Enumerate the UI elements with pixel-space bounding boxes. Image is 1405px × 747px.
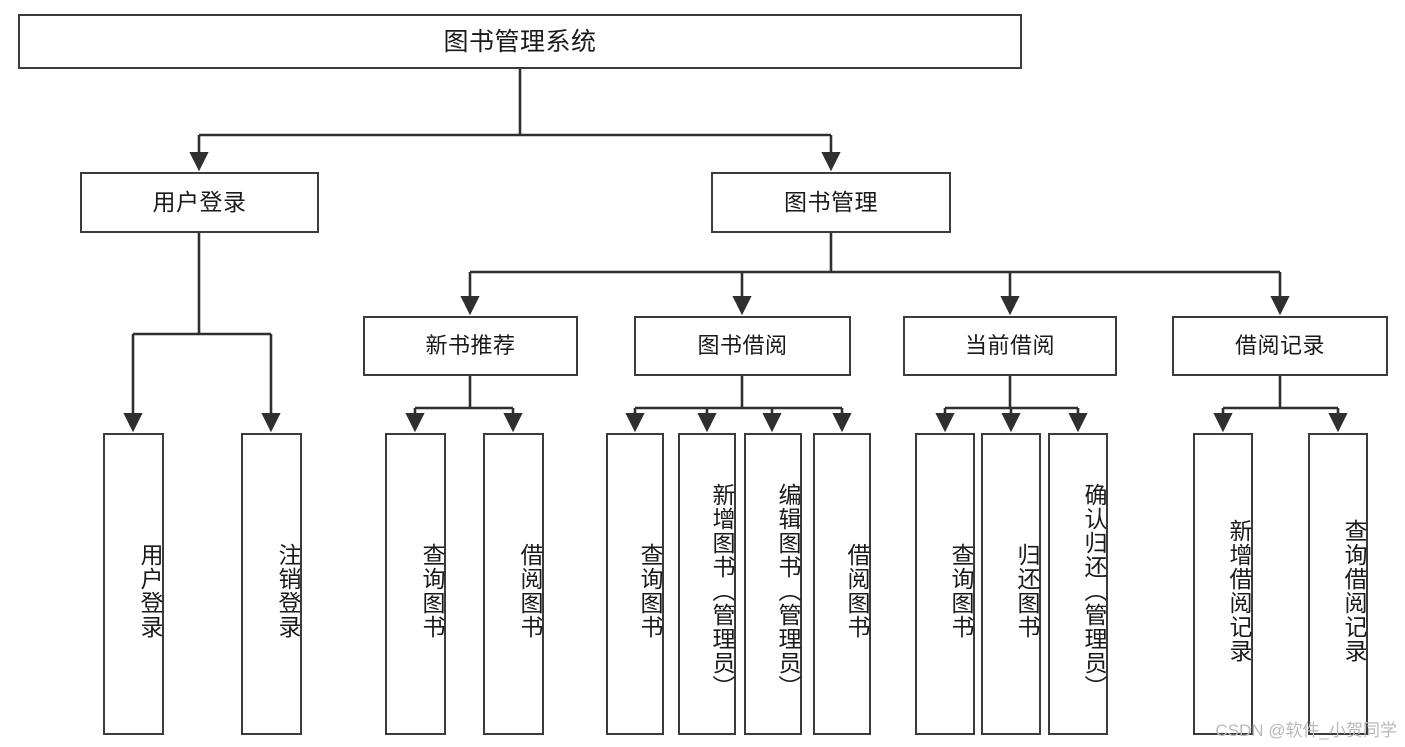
leaf-borrow-book-1-label: 借阅图书 [517, 543, 543, 639]
leaf-edit-book[interactable]: 编辑图书（管理员） [744, 433, 802, 735]
node-book-borrow-label: 图书借阅 [697, 332, 788, 358]
leaf-logout-label: 注销登录 [275, 543, 301, 639]
leaf-query-book-2[interactable]: 查询图书 [606, 433, 664, 735]
leaf-query-book-1[interactable]: 查询图书 [385, 433, 446, 735]
node-book-borrow[interactable]: 图书借阅 [634, 316, 851, 376]
leaf-user-login-label: 用户登录 [137, 543, 163, 639]
node-user-login[interactable]: 用户登录 [80, 172, 319, 233]
node-root-label: 图书管理系统 [443, 27, 597, 56]
watermark: CSDN @软件_小贺同学 [1215, 721, 1397, 740]
leaf-add-book[interactable]: 新增图书（管理员） [678, 433, 736, 735]
node-borrow-record[interactable]: 借阅记录 [1172, 316, 1388, 376]
leaf-borrow-book-2-label: 借阅图书 [844, 543, 870, 639]
node-new-book-rec-label: 新书推荐 [425, 332, 516, 358]
leaf-query-record-label: 查询借阅记录 [1341, 519, 1367, 663]
leaf-add-record-label: 新增借阅记录 [1226, 519, 1252, 663]
leaf-logout[interactable]: 注销登录 [241, 433, 302, 735]
node-book-manage[interactable]: 图书管理 [711, 172, 951, 233]
node-new-book-rec[interactable]: 新书推荐 [363, 316, 578, 376]
node-borrow-record-label: 借阅记录 [1234, 332, 1325, 358]
node-current-borrow[interactable]: 当前借阅 [903, 316, 1117, 376]
node-user-login-label: 用户登录 [152, 188, 247, 215]
leaf-confirm-return[interactable]: 确认归还（管理员） [1048, 433, 1108, 735]
node-book-manage-label: 图书管理 [784, 188, 878, 215]
leaf-confirm-return-label: 确认归还（管理员） [1081, 483, 1107, 699]
leaf-add-record[interactable]: 新增借阅记录 [1193, 433, 1253, 735]
leaf-borrow-book-2[interactable]: 借阅图书 [813, 433, 871, 735]
leaf-user-login[interactable]: 用户登录 [103, 433, 164, 735]
node-current-borrow-label: 当前借阅 [964, 332, 1055, 358]
leaf-borrow-book-1[interactable]: 借阅图书 [483, 433, 544, 735]
leaf-edit-book-label: 编辑图书（管理员） [775, 483, 801, 699]
leaf-query-book-2-label: 查询图书 [637, 543, 663, 639]
leaf-add-book-label: 新增图书（管理员） [709, 483, 735, 699]
leaf-return-book-label: 归还图书 [1014, 543, 1040, 639]
leaf-query-book-3[interactable]: 查询图书 [915, 433, 975, 735]
leaf-query-book-3-label: 查询图书 [948, 543, 974, 639]
leaf-query-book-1-label: 查询图书 [419, 543, 445, 639]
leaf-return-book[interactable]: 归还图书 [981, 433, 1041, 735]
leaf-query-record[interactable]: 查询借阅记录 [1308, 433, 1368, 735]
node-root[interactable]: 图书管理系统 [18, 14, 1022, 69]
